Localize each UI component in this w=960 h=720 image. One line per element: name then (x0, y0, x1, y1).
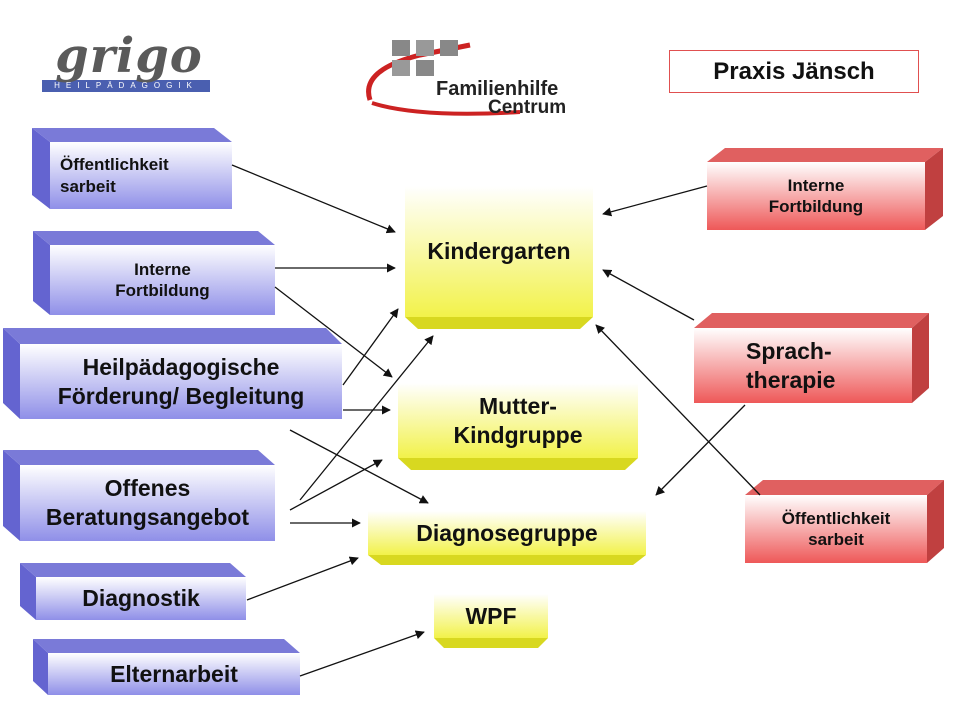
box-left-elternarbeit (33, 639, 300, 695)
arrow-heilpaed-to-diagnose (289, 429, 429, 504)
familienhilfe-logo-line1: Familienhilfe (436, 78, 559, 100)
label-kindergarten: Kindergarten (427, 238, 571, 265)
box-diagnosegruppe (368, 511, 646, 565)
label-left-oeffentlichkeitsarbeit: Öffentlichkeit sarbeit (60, 155, 169, 196)
arrow-rfortbildung-to-kindergarten (602, 185, 708, 217)
grigo-logo-text: grigo (55, 28, 203, 84)
label-right-oeffentlichkeitsarbeit: Öffentlichkeit sarbeit (781, 508, 891, 549)
box-left-heilpaedagogische (3, 328, 342, 419)
arrow-oeff-to-kindergarten (231, 164, 396, 234)
label-diagnosegruppe: Diagnosegruppe (416, 519, 598, 546)
label-right-interne-fortbildung: Interne Fortbildung (768, 175, 864, 216)
connector-arrows (231, 164, 761, 677)
label-left-diagnostik: Diagnostik (82, 585, 200, 612)
arrow-fortbildung-to-mutter (274, 286, 393, 378)
box-right-sprachtherapie (694, 313, 929, 403)
label-left-interne-fortbildung: Interne Fortbildung (115, 259, 210, 300)
label-right-sprachtherapie: Sprach- therapie (746, 337, 836, 393)
grigo-logo-subtext: HEILPÄDAGOGIK (54, 81, 198, 90)
familienhilfe-logo (366, 40, 521, 116)
label-left-heilpaedagogische: Heilpädagogische Förderung/ Begleitung (57, 353, 305, 409)
box-right-interne-fortbildung (707, 148, 943, 230)
box-kindergarten (405, 186, 593, 329)
label-left-offenes: Offenes Beratungsangebot (45, 475, 250, 530)
box-wpf (434, 594, 548, 648)
box-left-interne-fortbildung (33, 231, 275, 315)
box-left-offenes (3, 450, 275, 541)
label-left-elternarbeit: Elternarbeit (110, 660, 238, 687)
familienhilfe-logo-line2: Centrum (488, 97, 567, 118)
box-left-oeffentlichkeitsarbeit (32, 128, 232, 209)
arrow-eltern-to-wpf (299, 630, 425, 677)
label-wpf: WPF (465, 602, 517, 629)
arrow-roeff-to-kindergarten (595, 324, 761, 496)
box-left-diagnostik (20, 563, 246, 620)
arrow-sprach-to-diagnose (655, 404, 746, 496)
arrow-offenes-to-kindergarten (299, 335, 434, 501)
practice-name-box: Praxis Jänsch (669, 50, 919, 93)
label-mutter-kindgruppe: Mutter- Kindgruppe (453, 392, 583, 448)
practice-name: Praxis Jänsch (713, 57, 875, 85)
arrow-offenes-to-mutter (289, 459, 383, 511)
grigo-logo (42, 80, 210, 92)
arrow-diagnostik-to-diagnose (246, 556, 359, 601)
arrow-heilpaed-to-kindergarten (342, 308, 399, 386)
box-mutter-kindgruppe (398, 383, 638, 470)
arrow-sprach-to-kindergarten (602, 269, 695, 321)
box-right-oeffentlichkeitsarbeit (745, 480, 944, 563)
